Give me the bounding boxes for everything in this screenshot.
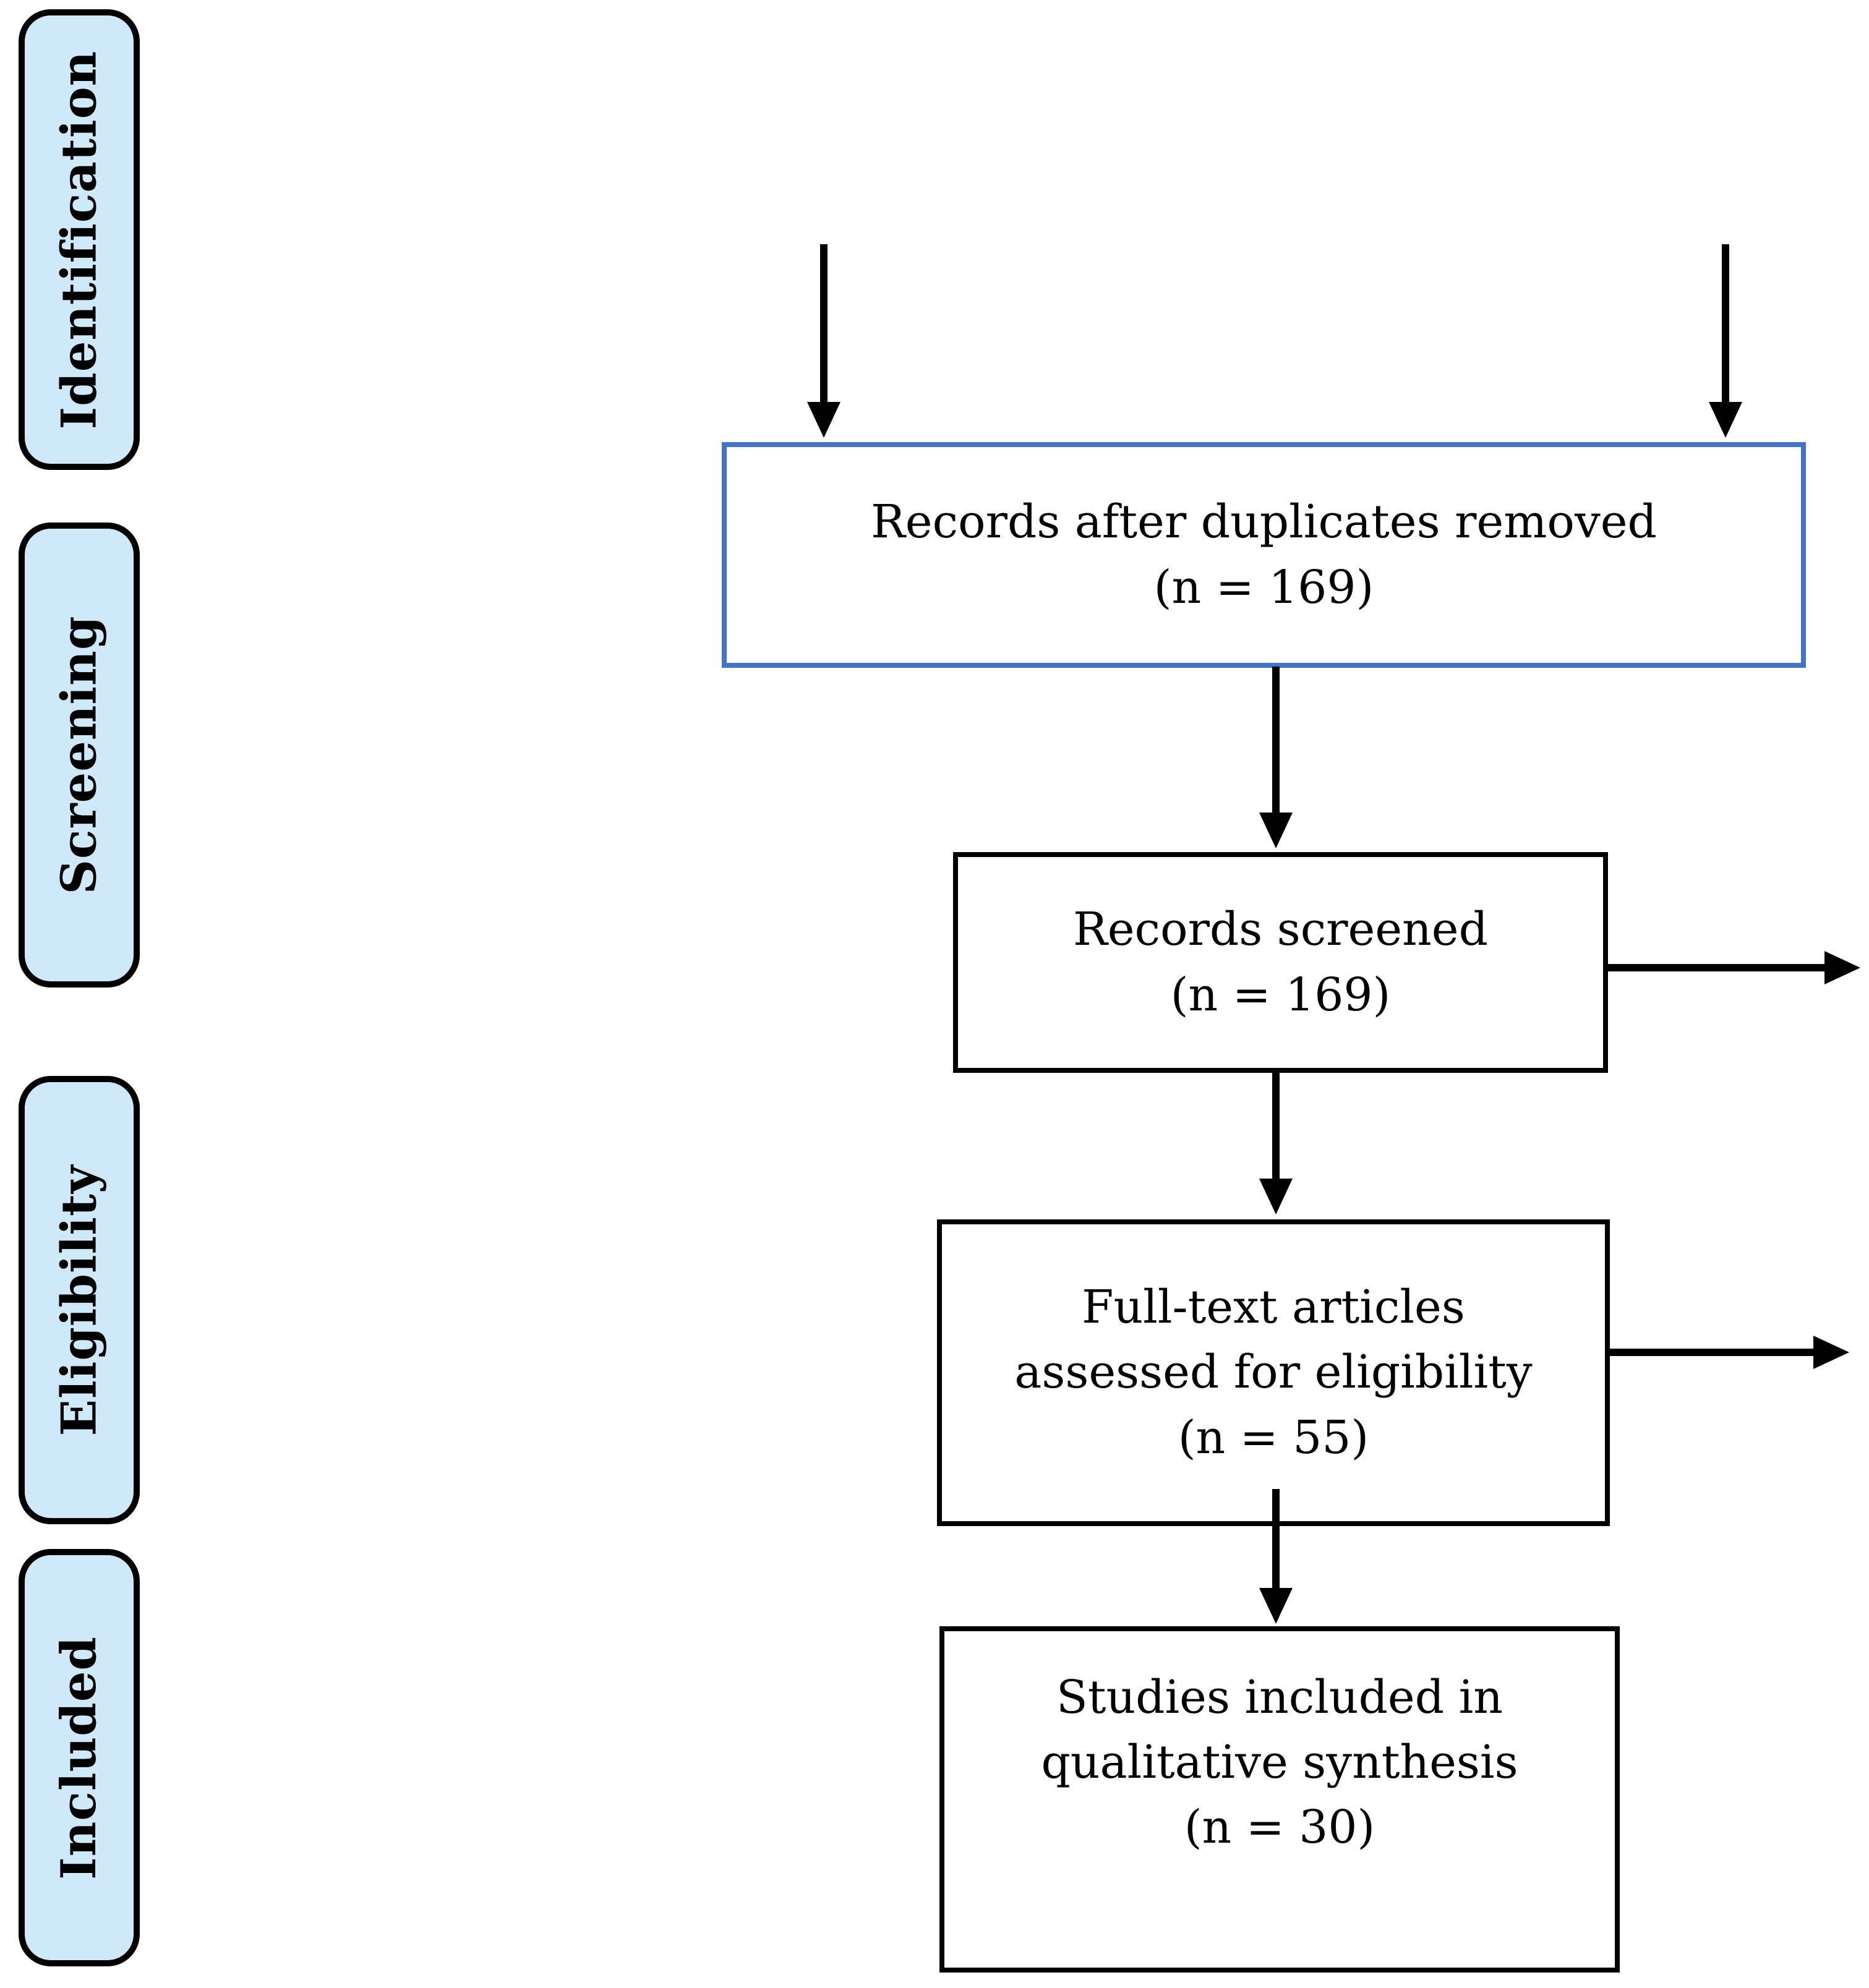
- box-count-line: (n = 30): [1184, 1801, 1375, 1854]
- box-count-line: (n = 169): [1170, 968, 1391, 1022]
- box-records-screened: Records screened (n = 169): [953, 852, 1608, 1073]
- arrow-screened-excluded-shaft: [1607, 964, 1826, 971]
- arrow-duplicates-to-screened-head-icon: [1259, 813, 1293, 848]
- box-text-line: assessed for eligibility: [1014, 1346, 1533, 1399]
- arrow-screened-to-fulltext-shaft: [1272, 1072, 1280, 1180]
- arrow-fulltext-excluded-shaft: [1608, 1349, 1815, 1356]
- arrow-screened-to-fulltext-head-icon: [1259, 1179, 1293, 1214]
- arrow-entry-left-down-head-icon: [807, 402, 840, 438]
- box-count-line: (n = 169): [1153, 560, 1374, 614]
- arrow-entry-left-shaft: [820, 244, 828, 404]
- stage-eligibility: Eligibility: [19, 1076, 140, 1524]
- arrow-fulltext-to-included-shaft: [1272, 1489, 1280, 1591]
- arrow-entry-right-down-head-icon: [1709, 402, 1742, 438]
- arrow-fulltext-excluded-head-icon: [1813, 1336, 1849, 1369]
- box-text-line: Records after duplicates removed: [871, 495, 1657, 549]
- stage-identification-label: Identification: [51, 50, 108, 429]
- stage-included-label: Included: [51, 1636, 108, 1880]
- box-studies-included: Studies included in qualitative synthesi…: [939, 1626, 1620, 1973]
- arrow-entry-right-shaft: [1722, 244, 1729, 404]
- box-text-line: Full-text articles: [1082, 1281, 1465, 1334]
- arrow-duplicates-to-screened-shaft: [1272, 667, 1280, 814]
- box-full-text-assessed: Full-text articles assessed for eligibil…: [937, 1219, 1610, 1526]
- arrow-screened-excluded-head-icon: [1824, 951, 1860, 984]
- box-records-after-duplicates-removed: Records after duplicates removed (n = 16…: [722, 442, 1806, 668]
- stage-included: Included: [19, 1549, 140, 1966]
- box-text-line: Studies included in: [1056, 1671, 1503, 1724]
- stage-screening-label: Screening: [51, 615, 108, 895]
- box-text-line: Records screened: [1073, 903, 1488, 957]
- box-count-line: (n = 55): [1178, 1410, 1369, 1464]
- stage-screening: Screening: [19, 523, 140, 988]
- box-text-line: qualitative synthesis: [1041, 1736, 1518, 1790]
- stage-identification: Identification: [19, 9, 140, 470]
- arrow-fulltext-to-included-head-icon: [1259, 1588, 1293, 1624]
- stage-eligibility-label: Eligibility: [51, 1164, 108, 1436]
